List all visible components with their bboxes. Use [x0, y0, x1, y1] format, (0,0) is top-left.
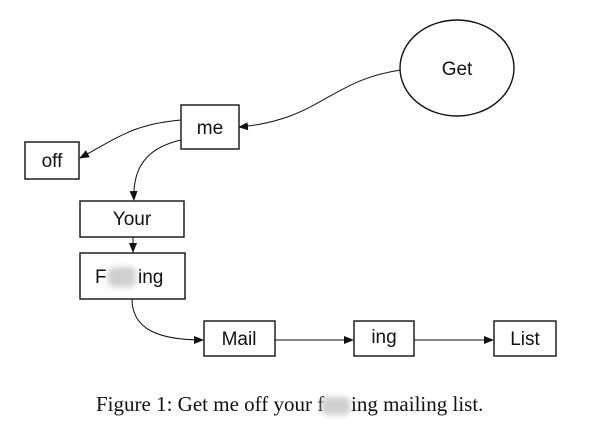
- edge-fucking-to-mail: [131, 298, 204, 344]
- node-get-shape: [399, 19, 515, 117]
- node-get: Get: [399, 19, 515, 117]
- edge-me-to-your: [129, 139, 182, 201]
- node-your-label: Your: [113, 209, 152, 230]
- node-your: Your: [79, 200, 185, 238]
- node-fucking-blur: [108, 267, 136, 287]
- node-ing-label: ing: [371, 327, 396, 348]
- node-list-label: List: [510, 329, 540, 350]
- node-me-label: me: [197, 118, 223, 139]
- caption-end: ing mailing list.: [351, 392, 483, 416]
- node-fucking: F ing: [79, 252, 186, 300]
- node-your-shape: [79, 200, 185, 238]
- node-me: me: [180, 104, 240, 150]
- node-off: off: [24, 141, 80, 180]
- edge-me-to-off: [79, 119, 182, 159]
- caption-start: Figure 1: Get me off your f: [96, 392, 324, 416]
- node-fucking-label-start: F: [95, 267, 107, 288]
- node-ing-shape: [353, 320, 415, 357]
- node-me-shape: [180, 104, 240, 150]
- node-list: List: [493, 320, 557, 357]
- figure-caption: Figure 1: Get me off your f ing mailing …: [96, 392, 483, 416]
- node-mail: Mail: [203, 320, 276, 357]
- node-mail-label: Mail: [222, 329, 257, 350]
- edge-get-to-me: [238, 69, 402, 131]
- node-mail-shape: [203, 320, 276, 357]
- node-off-shape: [24, 141, 80, 180]
- node-off-label: off: [42, 151, 64, 172]
- node-fucking-label-end: ing: [138, 267, 163, 288]
- node-ing: ing: [353, 320, 415, 357]
- node-list-shape: [493, 320, 557, 357]
- caption-blur: [322, 397, 350, 415]
- node-get-label: Get: [442, 59, 473, 80]
